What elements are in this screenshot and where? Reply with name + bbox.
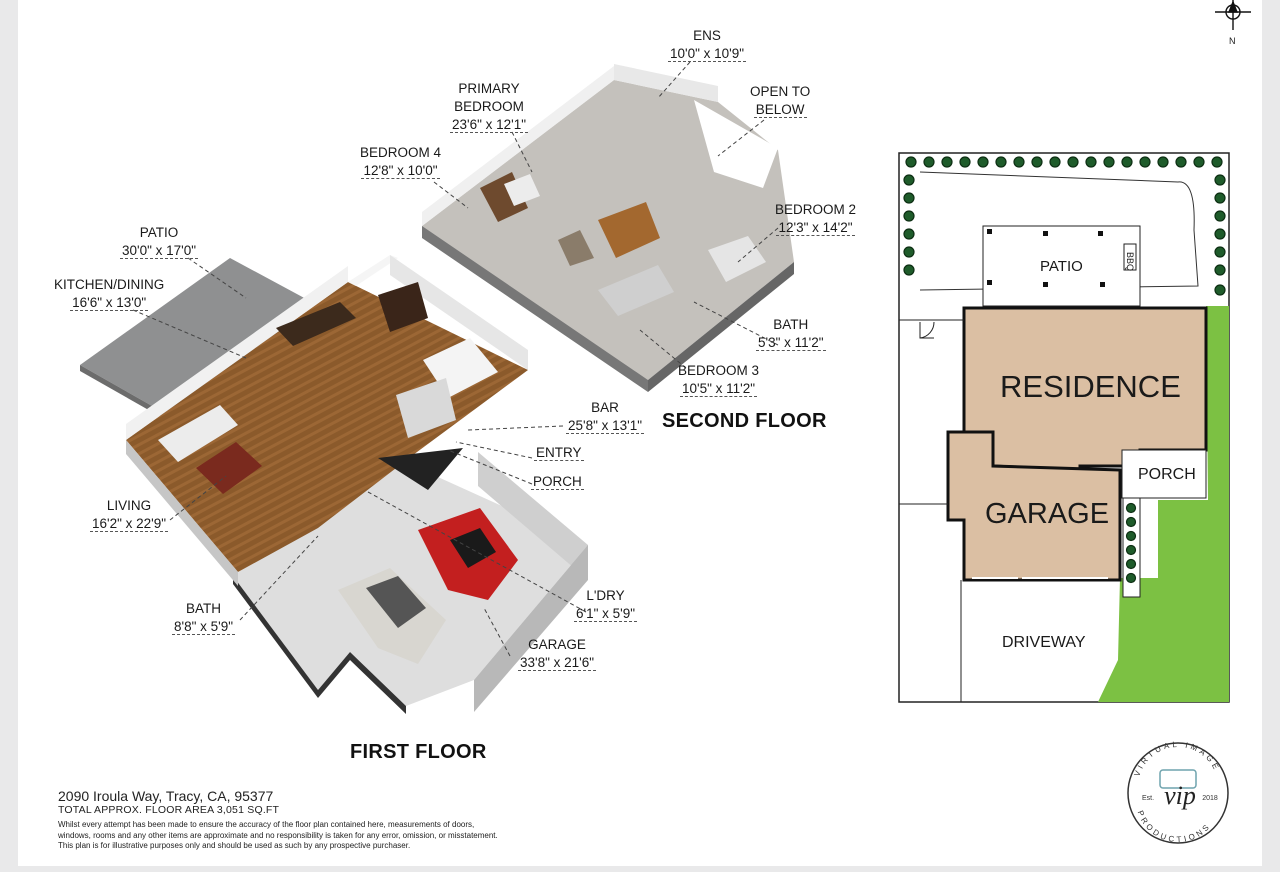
- room-name: BEDROOM 2: [775, 202, 857, 217]
- room-name: BEDROOM 4: [360, 145, 442, 160]
- room-label-kitchen-dining: KITCHEN/DINING 16'6" x 13'0": [54, 276, 164, 312]
- floor-plan-sheet: vip Est. 2018 VIRTUAL IMAGE PRODUCTIONS …: [18, 0, 1262, 866]
- room-dims: 6'1" x 5'9": [574, 606, 638, 622]
- room-name: PORCH: [531, 474, 584, 490]
- room-label-bath-first: BATH 8'8" x 5'9": [172, 600, 236, 636]
- disclaimer-line: Whilst every attempt has been made to en…: [58, 820, 475, 829]
- room-label-bedroom-4: BEDROOM 4 12'8" x 10'0": [360, 144, 441, 180]
- site-patio-label: PATIO: [1040, 258, 1083, 275]
- room-name: ENTRY: [534, 445, 584, 461]
- site-residence-label: RESIDENCE: [1000, 369, 1181, 404]
- room-label-open-to-below: OPEN TO BELOW: [750, 83, 810, 119]
- site-bbq-label: BBQ: [1125, 252, 1135, 272]
- room-label-patio: PATIO 30'0" x 17'0": [120, 224, 199, 260]
- room-dims: 5'3" x 11'2": [756, 335, 826, 351]
- room-dims: 16'6" x 13'0": [70, 295, 149, 311]
- room-name: ENS: [693, 28, 721, 43]
- footer: 2090 Iroula Way, Tracy, CA, 95377 TOTAL …: [58, 788, 558, 852]
- property-address: 2090 Iroula Way, Tracy, CA, 95377: [58, 788, 274, 804]
- room-label-primary-bedroom: PRIMARY BEDROOM 23'6" x 12'1": [450, 80, 529, 134]
- room-name: BEDROOM 3: [678, 363, 760, 378]
- room-name-line1: PRIMARY: [458, 81, 520, 96]
- room-label-living: LIVING 16'2" x 22'9": [90, 497, 169, 533]
- room-name: LIVING: [106, 498, 152, 513]
- svg-text:vip: vip: [1164, 781, 1196, 810]
- room-dims: 25'8" x 13'1": [566, 418, 645, 434]
- first-floor-model: [80, 255, 588, 714]
- room-name: GARAGE: [528, 637, 586, 652]
- room-label-entry: ENTRY: [534, 444, 584, 462]
- room-label-ens: ENS 10'0" x 10'9": [668, 27, 747, 63]
- room-label-laundry: L'DRY 6'1" x 5'9": [574, 587, 638, 623]
- room-label-bedroom-2: BEDROOM 2 12'3" x 14'2": [775, 201, 856, 237]
- room-dims: 12'3" x 14'2": [776, 220, 855, 236]
- north-compass-icon: [1215, 0, 1251, 30]
- second-floor-model: [422, 64, 794, 392]
- room-label-bedroom-3: BEDROOM 3 10'5" x 11'2": [678, 362, 759, 398]
- disclaimer: Whilst every attempt has been made to en…: [58, 820, 558, 852]
- compass-north-label: N: [1229, 36, 1236, 46]
- second-floor-title: SECOND FLOOR: [662, 410, 827, 432]
- leader-lines: [132, 61, 779, 657]
- svg-text:Est.: Est.: [1142, 795, 1154, 802]
- site-driveway-label: DRIVEWAY: [1002, 634, 1086, 651]
- room-name: BAR: [591, 400, 619, 415]
- site-garage-label: GARAGE: [985, 498, 1110, 530]
- total-floor-area: TOTAL APPROX. FLOOR AREA 3,051 SQ.FT: [58, 804, 280, 816]
- site-porch-label: PORCH: [1138, 466, 1196, 483]
- disclaimer-line: windows, rooms and any other items are a…: [58, 830, 498, 840]
- room-name-line2: BELOW: [753, 102, 807, 118]
- room-name: KITCHEN/DINING: [54, 277, 165, 292]
- room-dims: 8'8" x 5'9": [172, 619, 236, 635]
- room-dims: 33'8" x 21'6": [518, 655, 597, 671]
- room-name: L'DRY: [586, 588, 625, 603]
- disclaimer-line: This plan is for illustrative purposes o…: [58, 841, 411, 850]
- room-dims: 30'0" x 17'0": [120, 243, 199, 259]
- room-name: PATIO: [139, 225, 179, 240]
- room-dims: 10'0" x 10'9": [668, 46, 747, 62]
- vip-logo: vip Est. 2018 VIRTUAL IMAGE PRODUCTIONS: [1127, 740, 1229, 844]
- room-label-porch: PORCH: [531, 473, 584, 491]
- room-dims: 12'8" x 10'0": [361, 163, 440, 179]
- room-dims: 23'6" x 12'1": [450, 117, 529, 133]
- room-label-bath-second: BATH 5'3" x 11'2": [756, 316, 826, 352]
- floor-plan-drawing: vip Est. 2018 VIRTUAL IMAGE PRODUCTIONS: [80, 0, 1251, 844]
- room-name-line2: BEDROOM: [454, 99, 524, 114]
- room-name: BATH: [186, 601, 222, 616]
- room-label-garage-first: GARAGE 33'8" x 21'6": [518, 636, 597, 672]
- svg-text:2018: 2018: [1202, 795, 1218, 802]
- site-plan: [898, 152, 1230, 703]
- first-floor-title: FIRST FLOOR: [350, 741, 487, 763]
- room-label-bar: BAR 25'8" x 13'1": [566, 399, 645, 435]
- room-name: BATH: [773, 317, 809, 332]
- room-dims: 10'5" x 11'2": [679, 381, 758, 397]
- room-name-line1: OPEN TO: [750, 84, 811, 99]
- room-dims: 16'2" x 22'9": [90, 516, 169, 532]
